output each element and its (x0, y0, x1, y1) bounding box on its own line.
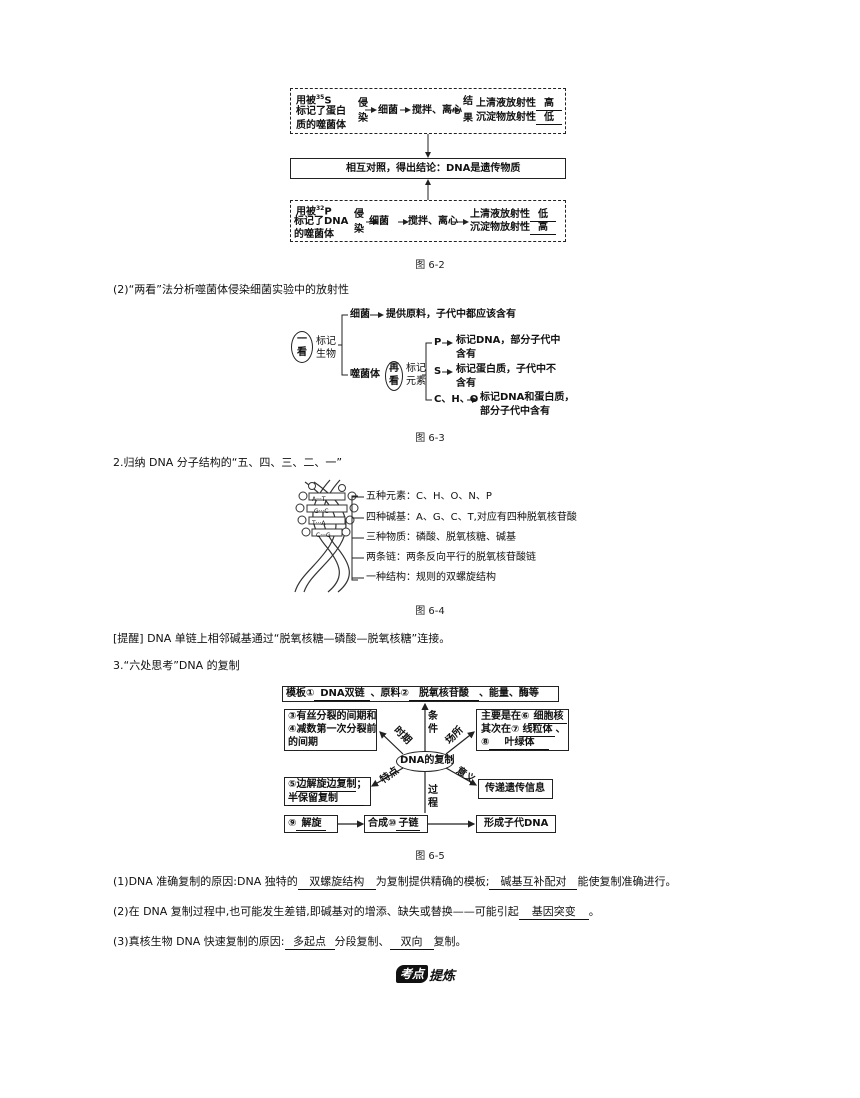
label: 的噬菌体 (294, 229, 334, 240)
question-3: (3)真核生物 DNA 快速复制的原因:多起点分段复制、双向复制。 (113, 935, 467, 950)
label: 看 (297, 347, 307, 358)
label: 质的噬菌体 (296, 120, 346, 131)
center-label: DNA的复制 (400, 755, 455, 766)
label: 上清液放射性高 (476, 98, 562, 111)
list-item: 两条链：两条反向平行的脱氧核苷酸链 (366, 552, 536, 563)
label: 标记DNA，部分子代中 (456, 335, 561, 346)
fig62-arrows (365, 107, 469, 225)
fig63-lines (338, 312, 478, 403)
label: 看 (389, 376, 399, 387)
base-pair-label: G···C (314, 508, 329, 515)
label: 形成子代DNA (484, 818, 549, 829)
label: 细菌 (378, 105, 398, 116)
step-synth-box (364, 815, 428, 833)
section-heading: 2.归纳 DNA 分子结构的“五、四、三、二、一” (113, 456, 343, 469)
base-pair-label: C···G (316, 532, 331, 539)
label: C、H、O (434, 394, 479, 405)
list-item: 四种碱基：A、G、C、T,对应有四种脱氧核苷酸 (366, 512, 577, 523)
label: 的间期 (288, 737, 318, 748)
label: 用被35S (296, 94, 332, 107)
label: 侵 (354, 209, 364, 220)
label: 染 (354, 224, 364, 235)
label: 结 (463, 96, 473, 107)
step-unwind-box (284, 815, 338, 833)
label: 细菌 (350, 309, 370, 320)
label: ⑤边解旋边复制； (288, 779, 367, 792)
footer-logo: 考点 提炼 (396, 964, 455, 984)
label: 件 (428, 724, 438, 735)
figure-caption: 图 6-5 (415, 851, 445, 862)
top-dashed-box (290, 88, 566, 134)
label: 标记蛋白质，子代中不 (456, 364, 556, 375)
template-box (282, 686, 559, 702)
center-oval (396, 751, 454, 772)
fig65-arrows (337, 702, 478, 828)
label: 用被32P (296, 205, 332, 218)
bottom-dashed-box (290, 200, 566, 242)
label: 搅拌、离心 (408, 216, 458, 227)
label: 标记DNA和蛋白质， (480, 392, 575, 403)
label: 侵 (358, 98, 368, 109)
label: 条 (428, 711, 438, 722)
label: ④减数第一次分裂前 (288, 724, 377, 735)
list-item: 一种结构：规则的双螺旋结构 (366, 572, 496, 583)
label: 沉淀物放射性高 (470, 222, 556, 235)
label: S (434, 366, 442, 377)
label: 过 (428, 785, 438, 796)
label: 搅拌、离心 (412, 105, 462, 116)
label: 含有 (456, 378, 476, 389)
label: P (434, 337, 442, 348)
base-pair-label: A···T (312, 496, 326, 503)
label: 含有 (456, 349, 476, 360)
label: 程 (428, 798, 438, 809)
location-box (476, 709, 569, 751)
meaning-box (478, 779, 553, 799)
label: 标记了DNA (294, 216, 349, 227)
period-box (284, 709, 377, 751)
label: 上清液放射性低 (470, 209, 556, 222)
label: 细菌 (369, 216, 389, 227)
label: 标记 (406, 363, 426, 374)
section-heading: 3.“六处思考”DNA 的复制 (113, 659, 240, 672)
label: 部分子代中含有 (480, 406, 550, 417)
label: 一 (297, 334, 307, 345)
section-heading: (2)“两看”法分析噬菌体侵染细菌实验中的放射性 (113, 283, 349, 296)
label: 生物 (316, 349, 336, 360)
figure-caption: 图 6-4 (415, 606, 445, 617)
label: 再 (389, 363, 399, 374)
label: 果 (463, 113, 473, 124)
figure-caption: 图 6-2 (415, 260, 445, 271)
logo-badge: 考点 (396, 965, 429, 983)
list-item: 五种元素：C、H、O、N、P (366, 491, 492, 502)
figure-caption: 图 6-3 (415, 433, 445, 444)
step-form-box (476, 815, 556, 833)
conclusion-text: 相互对照，得出结论：DNA是遗传物质 (346, 163, 521, 174)
label: 元素 (406, 376, 426, 387)
one-look-oval (291, 331, 313, 363)
dna-helix-icon (294, 479, 364, 593)
label: 半保留复制 (288, 793, 364, 806)
question-2: (2)在 DNA 复制过程中,也可能发生差错,即碱基对的增添、缺失或替换——可能… (113, 905, 600, 920)
conclusion-box (290, 158, 566, 179)
reminder-text: [提醒] DNA 单链上相邻碱基通过“脱氧核糖—磷酸—脱氧核糖”连接。 (113, 632, 451, 645)
label: ③有丝分裂的间期和 (288, 711, 377, 722)
label: 沉淀物放射性低 (476, 112, 562, 125)
base-pair-label: T···A (312, 520, 326, 527)
label: 传递遗传信息 (485, 783, 545, 794)
label: 标记 (316, 336, 336, 347)
label: 标记了蛋白 (296, 106, 346, 117)
logo-text: 提炼 (429, 968, 456, 984)
question-1: (1)DNA 准确复制的原因:DNA 独特的双螺旋结构为复制提供精确的模板;碱基… (113, 875, 677, 890)
label: 染 (358, 113, 368, 124)
label: 提供原料，子代中都应该含有 (386, 309, 516, 320)
label: 噬菌体 (350, 369, 380, 380)
two-look-oval (385, 361, 403, 391)
list-item: 三种物质：磷酸、脱氧核糖、碱基 (366, 532, 516, 543)
